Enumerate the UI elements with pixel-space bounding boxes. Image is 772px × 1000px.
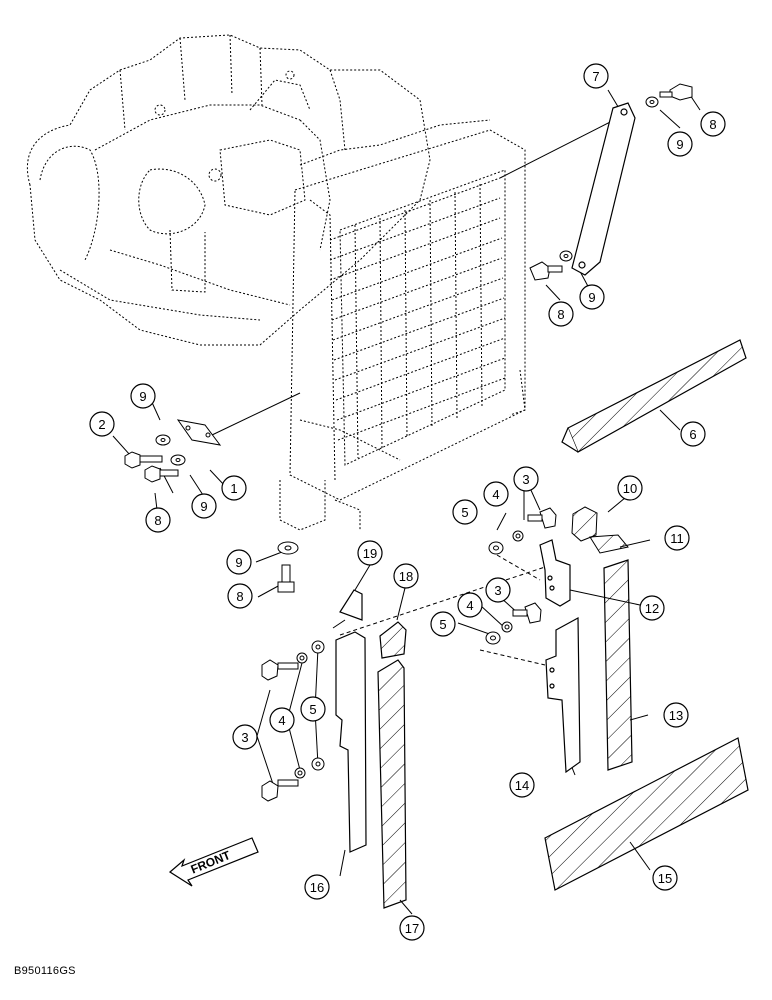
svg-text:18: 18	[399, 569, 413, 584]
svg-text:5: 5	[461, 505, 468, 520]
svg-text:9: 9	[588, 290, 595, 305]
callout-8: 8	[227, 583, 253, 609]
svg-text:9: 9	[139, 389, 146, 404]
callout-18: 18	[393, 563, 419, 589]
part-16-bracket	[335, 631, 367, 853]
svg-text:8: 8	[154, 513, 161, 528]
callout-13: 13	[663, 702, 689, 728]
svg-text:8: 8	[236, 589, 243, 604]
svg-text:19: 19	[363, 546, 377, 561]
svg-text:4: 4	[492, 487, 499, 502]
svg-text:17: 17	[405, 921, 419, 936]
callout-15: 15	[652, 865, 678, 891]
callout-9: 9	[226, 549, 252, 575]
callout-3: 3	[513, 466, 539, 492]
svg-text:9: 9	[200, 499, 207, 514]
svg-text:9: 9	[235, 555, 242, 570]
callout-5: 5	[300, 696, 326, 722]
callout-9: 9	[191, 493, 217, 519]
svg-text:8: 8	[557, 307, 564, 322]
svg-text:3: 3	[241, 730, 248, 745]
svg-text:12: 12	[645, 601, 659, 616]
svg-text:7: 7	[592, 69, 599, 84]
hardware-parts	[124, 83, 693, 802]
callout-5: 5	[452, 499, 478, 525]
callout-8: 8	[548, 301, 574, 327]
svg-text:3: 3	[522, 472, 529, 487]
callout-10: 10	[617, 475, 643, 501]
part-19-bracket	[339, 589, 363, 621]
callout-4: 4	[483, 481, 509, 507]
svg-text:14: 14	[515, 778, 529, 793]
part-12-bracket	[539, 539, 571, 607]
part-6-seal-strip	[561, 339, 747, 453]
callout-5: 5	[430, 611, 456, 637]
figure-id-code: B950116GS	[14, 965, 76, 977]
callout-11: 11	[664, 525, 690, 551]
callout-12: 12	[639, 595, 665, 621]
callout-3: 3	[485, 577, 511, 603]
part-13-seal-strip	[603, 559, 633, 771]
part-15-seal-strip	[544, 737, 749, 891]
front-arrow: FRONT	[168, 837, 259, 887]
callout-9: 9	[579, 284, 605, 310]
callout-1: 1	[221, 475, 247, 501]
svg-text:9: 9	[676, 137, 683, 152]
svg-text:15: 15	[658, 871, 672, 886]
svg-text:8: 8	[709, 117, 716, 132]
radiator-assembly	[279, 119, 526, 531]
svg-text:13: 13	[669, 708, 683, 723]
svg-text:5: 5	[439, 617, 446, 632]
callout-17: 17	[399, 915, 425, 941]
part-14-bracket	[545, 616, 581, 774]
svg-text:4: 4	[278, 713, 285, 728]
callout-9: 9	[130, 383, 156, 409]
part-7-strap	[571, 102, 636, 276]
svg-text:3: 3	[494, 583, 501, 598]
svg-text:5: 5	[309, 702, 316, 717]
callout-14: 14	[509, 772, 535, 798]
callout-6: 6	[680, 421, 706, 447]
callout-19: 19	[357, 540, 383, 566]
svg-text:6: 6	[689, 427, 696, 442]
svg-text:1: 1	[230, 481, 237, 496]
callout-2: 2	[89, 411, 115, 437]
callout-8: 8	[145, 507, 171, 533]
part-18-seal	[379, 621, 407, 659]
svg-text:4: 4	[466, 598, 473, 613]
callout-4: 4	[457, 592, 483, 618]
svg-text:16: 16	[310, 880, 324, 895]
svg-text:2: 2	[98, 417, 105, 432]
callout-9: 9	[667, 131, 693, 157]
engine-assembly	[26, 34, 431, 346]
callout-3: 3	[232, 724, 258, 750]
callouts: 7 8 9 9 8 6 9 2 1 8 9 9 8 10 3 4 5 11 19…	[89, 63, 726, 941]
front-label: FRONT	[189, 848, 233, 877]
part-17-seal-strip	[377, 659, 407, 909]
seal-parts	[571, 506, 629, 554]
svg-text:11: 11	[670, 531, 684, 546]
svg-text:10: 10	[623, 481, 637, 496]
callout-4: 4	[269, 707, 295, 733]
callout-8: 8	[700, 111, 726, 137]
callout-16: 16	[304, 874, 330, 900]
callout-7: 7	[583, 63, 609, 89]
